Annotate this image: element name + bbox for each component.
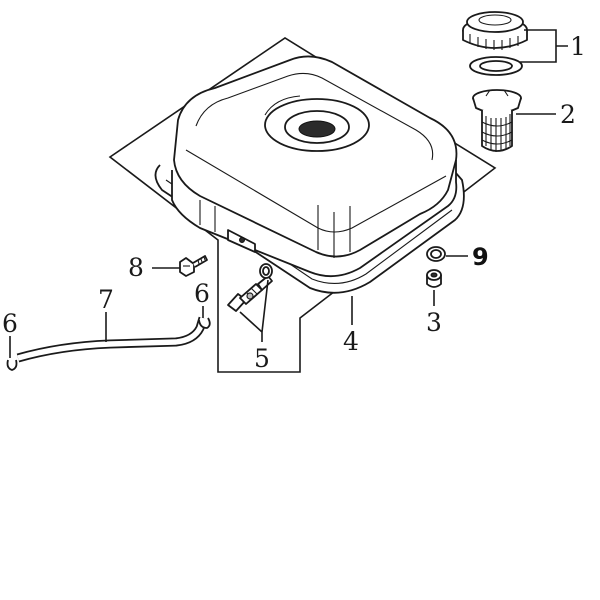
callout-8: 8 xyxy=(128,253,144,282)
callout-6-left: 6 xyxy=(2,309,18,338)
hose-clip-right xyxy=(198,317,211,329)
callout-6-right: 6 xyxy=(194,279,210,308)
fuel-tank xyxy=(154,55,465,294)
fuel-cap xyxy=(462,11,528,50)
hose-clip-left xyxy=(6,359,18,371)
fuel-strainer xyxy=(472,89,522,152)
callout-7: 7 xyxy=(98,285,114,314)
callout-2: 2 xyxy=(560,100,576,129)
drain-nut xyxy=(426,269,442,288)
fuel-valve xyxy=(227,275,273,312)
leader-5 xyxy=(239,279,269,342)
callout-4: 4 xyxy=(343,327,359,356)
fuel-hose xyxy=(16,316,208,363)
leader-1 xyxy=(520,29,568,63)
callout-3: 3 xyxy=(426,308,442,337)
o-ring xyxy=(426,246,446,262)
mounting-bolt xyxy=(179,255,208,277)
callout-5: 5 xyxy=(254,344,270,373)
callout-9: 9 xyxy=(472,243,489,271)
valve-washer xyxy=(259,263,273,279)
callout-1: 1 xyxy=(570,32,586,61)
cap-gasket xyxy=(469,56,523,76)
